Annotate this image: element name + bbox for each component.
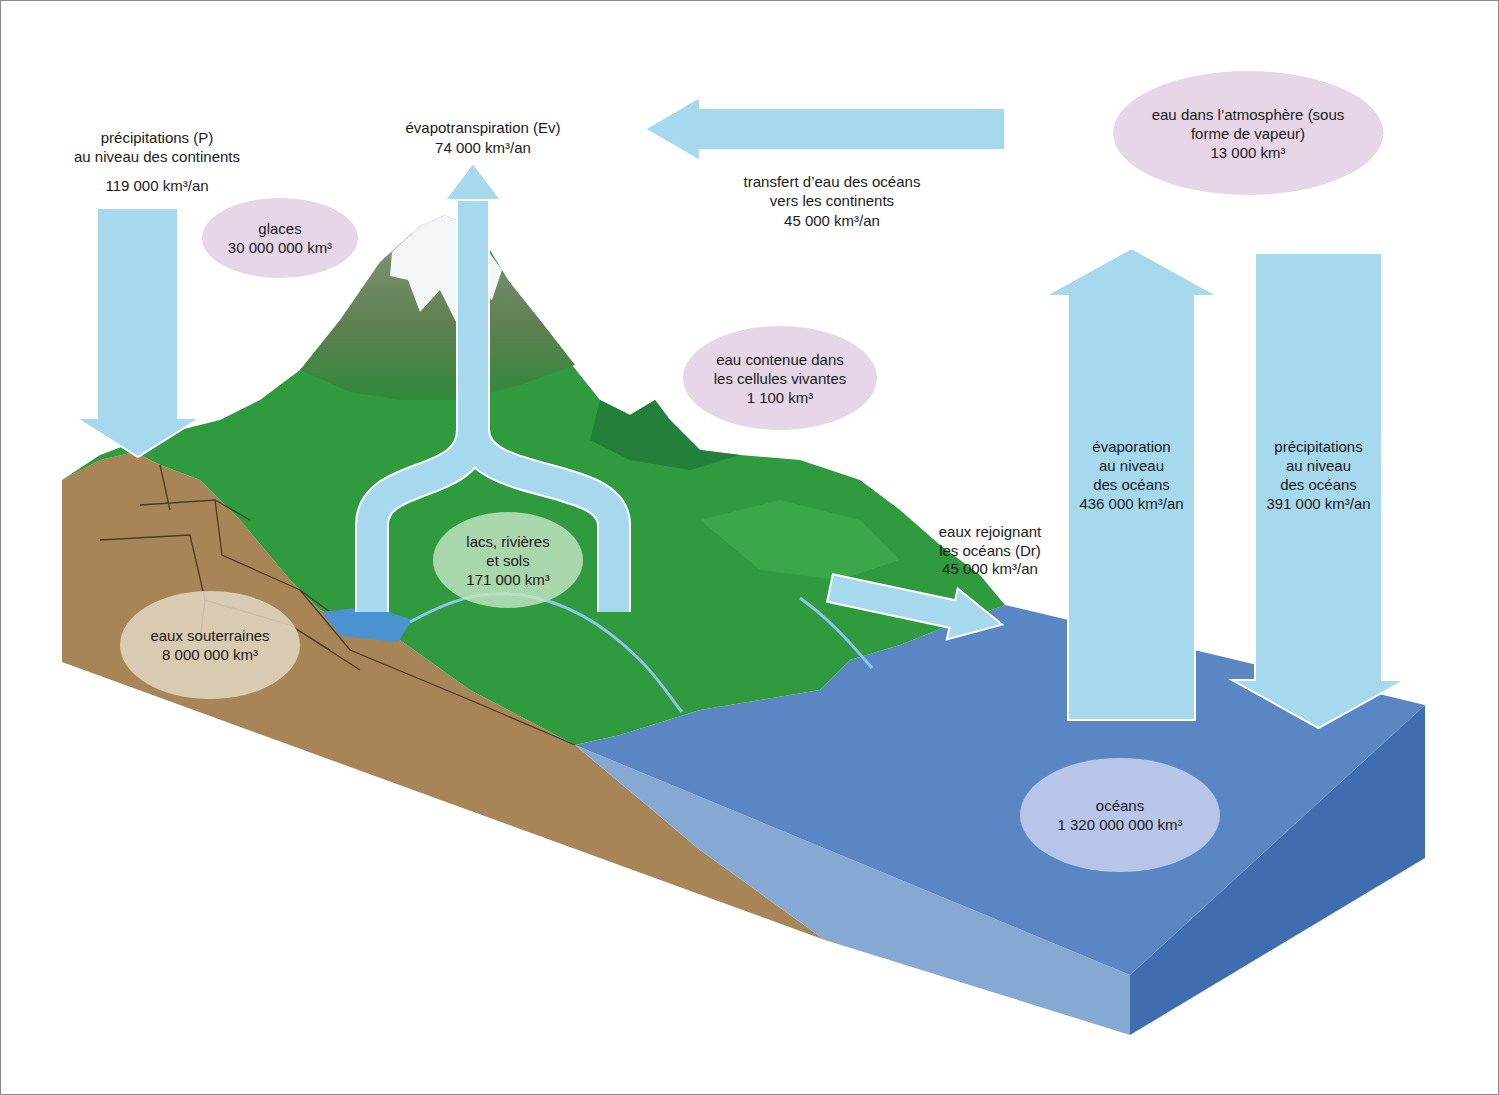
precipitation-arrow-shape [1232,253,1405,728]
arrow-branch [372,196,614,612]
quantity-value: 436 000 km³/an [1079,494,1183,513]
precipitation-arrow [76,208,200,457]
quantity-value: 171 000 km³ [466,570,549,589]
reservoir-ellipse: lacs, rivières et sols171 000 km³ [433,512,583,608]
flux-value: 119 000 km³/an [105,176,208,195]
reservoir-name: lacs, rivières et sols [466,532,549,570]
node-text-block: glaces30 000 000 km³ [228,219,332,257]
flux-value: 45 000 km³/an [942,559,1038,578]
reservoir-ellipse-shape [1113,71,1383,195]
reservoir-name: eaux souterraines [150,626,269,645]
reservoir-ellipse: glaces30 000 000 km³ [202,198,358,278]
flux-name: évapotranspiration (Ev) [405,118,560,137]
reservoir-name: eau dans l’atmosphère (sous forme de vap… [1152,105,1345,143]
node-text-block: eau dans l’atmosphère (sous forme de vap… [1152,105,1345,162]
node-text-block: eaux souterraines8 000 000 km³ [150,626,269,664]
hill [700,500,900,580]
evapotranspiration-arrow [372,163,614,612]
flux-name: précipitations (P) au niveau des contine… [74,128,240,166]
reservoir-ellipse-shape [202,198,358,278]
reservoir-ellipse-outline [1020,758,1220,872]
evaporation-arrow: évaporation au niveau des océans436 000 … [1045,248,1218,720]
river [410,594,682,712]
reservoir-name: précipitations au niveau des océans [1266,437,1370,494]
arrow-branch [372,196,614,612]
quantity-value: 1 320 000 000 km³ [1057,815,1182,834]
reservoir-name: évaporation au niveau des océans [1079,437,1183,494]
reservoir-name: eau contenue dans les cellules vivantes [714,350,847,388]
reservoir-ellipse: eaux souterraines8 000 000 km³ [120,591,300,699]
reservoir-ellipse: eau dans l’atmosphère (sous forme de vap… [1113,71,1383,195]
reservoir-ellipse-shape [683,326,877,430]
transfer-arrow [645,97,1005,161]
reservoir-ellipse-shape [1020,758,1220,872]
quantity-value: 30 000 000 km³ [228,238,332,257]
reservoir-ellipse-shape [120,591,300,699]
quantity-value: 1 100 km³ [714,388,847,407]
node-text-block: précipitations au niveau des océans391 0… [1266,437,1370,513]
flux-value: 74 000 km³/an [435,138,531,157]
precipitation-arrow: précipitations au niveau des océans391 0… [1232,253,1405,728]
arrow-head [445,163,501,200]
node-text-block: eau contenue dans les cellules vivantes1… [714,350,847,407]
quantity-value: 391 000 km³/an [1266,494,1370,513]
node-text-block: océans1 320 000 000 km³ [1057,796,1182,834]
reservoir-ellipse-outline [202,198,358,278]
node-text-block: lacs, rivières et sols171 000 km³ [466,532,549,589]
flux-name: transfert d’eau des océans vers les cont… [744,172,921,210]
reservoir-name: océans [1057,796,1182,815]
flux-name: eaux rejoignant les océans (Dr) [939,522,1042,560]
node-text-block: évaporation au niveau des océans436 000 … [1079,437,1183,513]
reservoir-ellipse-shape [433,512,583,608]
reservoir-ellipse-outline [120,591,300,699]
reservoir-ellipse: eau contenue dans les cellules vivantes1… [683,326,877,430]
flux-value: 45 000 km³/an [784,211,880,230]
reservoir-name: glaces [228,219,332,238]
quantity-value: 8 000 000 km³ [150,645,269,664]
reservoir-ellipse: océans1 320 000 000 km³ [1020,758,1220,872]
evaporation-arrow-shape [1045,248,1218,720]
quantity-value: 13 000 km³ [1152,143,1345,162]
